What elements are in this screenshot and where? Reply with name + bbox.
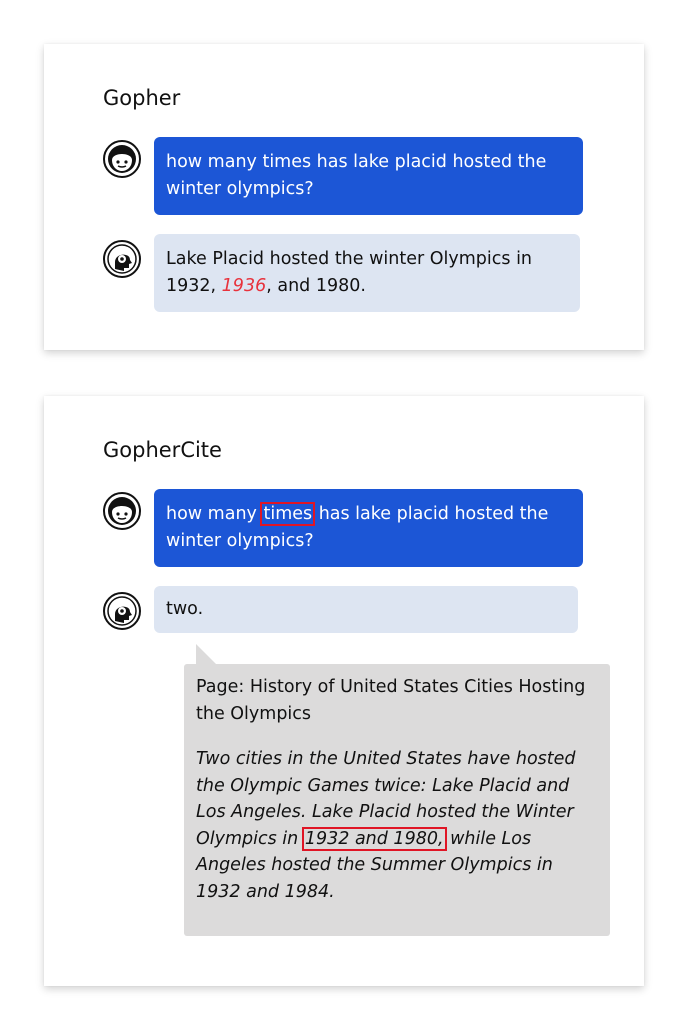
panel-title: GopherCite	[103, 438, 222, 462]
bot-answer-bubble: Lake Placid hosted the winter Olympics i…	[154, 234, 580, 312]
incorrect-year: 1936	[221, 276, 267, 296]
question-text: how many	[166, 504, 263, 524]
answer-text: two.	[166, 599, 204, 619]
citation-page-title: Page: History of United States Cities Ho…	[196, 677, 586, 724]
highlighted-word: times	[260, 502, 316, 526]
citation-quote: Two cities in the United States have hos…	[196, 746, 598, 905]
user-question-bubble: how many times has lake placid hosted th…	[154, 137, 583, 215]
user-face-icon	[103, 492, 141, 530]
answer-text-end: , and 1980.	[266, 276, 366, 296]
user-question-bubble: how many times has lake placid hosted th…	[154, 489, 583, 567]
gopher-panel: Gopher how many times has lake placid ho…	[44, 44, 644, 350]
user-face-icon	[103, 140, 141, 178]
citation-pointer	[196, 644, 218, 666]
highlighted-evidence: 1932 and 1980,	[301, 826, 447, 851]
panel-title: Gopher	[103, 86, 181, 110]
bot-answer-bubble: two.	[154, 586, 578, 633]
gopher-head-gear-icon	[103, 240, 141, 278]
quote-text-end: while Los Angeles hosted the Summer Olym…	[196, 828, 553, 902]
gophercite-panel: GopherCite how many times has lake placi…	[44, 396, 644, 986]
gopher-head-gear-icon	[103, 592, 141, 630]
answer-text: Lake Placid hosted the winter Olympics i…	[166, 249, 533, 296]
question-text: how many times has lake placid hosted th…	[166, 152, 547, 199]
quote-text: Two cities in the United States have hos…	[196, 749, 576, 849]
question-text-end: has lake placid hosted the winter olympi…	[166, 504, 549, 551]
citation-box: Page: History of United States Cities Ho…	[184, 664, 610, 936]
